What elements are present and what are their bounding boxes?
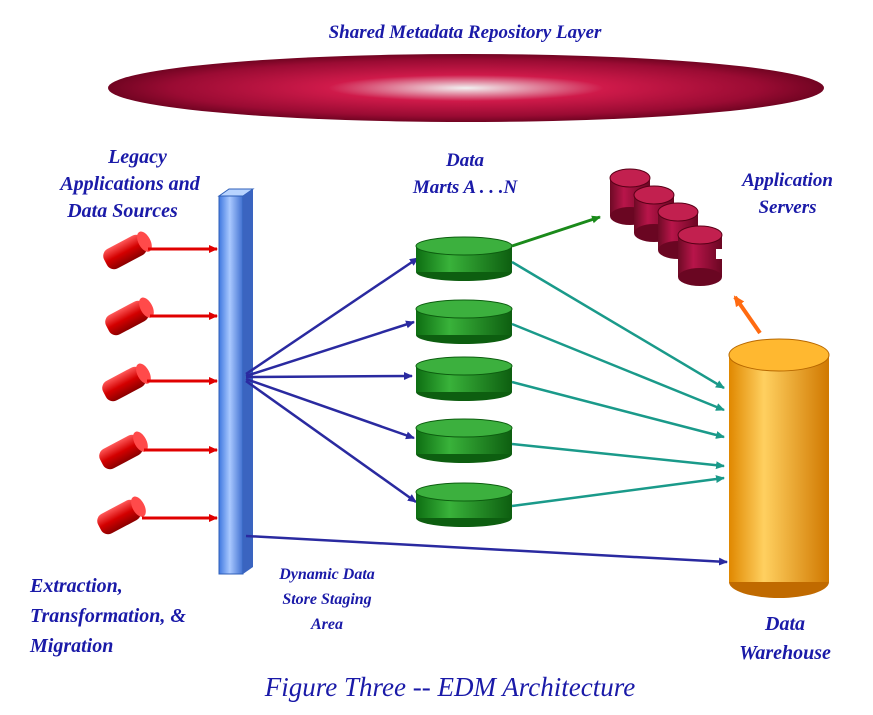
staging-to-mart-arrow — [245, 320, 415, 378]
data-mart — [415, 299, 513, 344]
data-mart — [415, 418, 513, 463]
source-device — [99, 431, 148, 470]
mart-to-warehouse-arrow — [511, 442, 725, 470]
application-servers — [609, 168, 723, 286]
staging-to-warehouse-arrow — [245, 534, 728, 566]
mart-to-warehouse-arrow — [511, 380, 725, 439]
source-device — [103, 231, 152, 270]
figure-caption: Figure Three -- EDM Architecture — [264, 672, 636, 702]
source-device — [105, 297, 154, 336]
warehouse-to-server-arrow — [733, 295, 762, 335]
mart-to-server-arrow — [511, 215, 601, 248]
source-device — [102, 363, 151, 402]
mart-to-warehouse-arrow — [511, 475, 725, 508]
repository-layer-title: Shared Metadata Repository Layer — [328, 22, 602, 43]
source-device — [97, 496, 146, 535]
staging-to-mart-arrow — [245, 377, 415, 440]
data-warehouse-cylinder — [728, 338, 830, 598]
data-mart — [415, 236, 513, 281]
repository-layer-bar — [108, 54, 824, 122]
mart-to-warehouse-arrow — [511, 260, 725, 390]
staging-to-mart-arrow — [245, 372, 413, 381]
mart-to-warehouse-arrow — [511, 322, 725, 412]
staging-to-mart-arrow — [245, 379, 417, 504]
staging-to-mart-arrow — [245, 256, 419, 376]
data-mart — [415, 356, 513, 401]
data-mart — [415, 482, 513, 527]
